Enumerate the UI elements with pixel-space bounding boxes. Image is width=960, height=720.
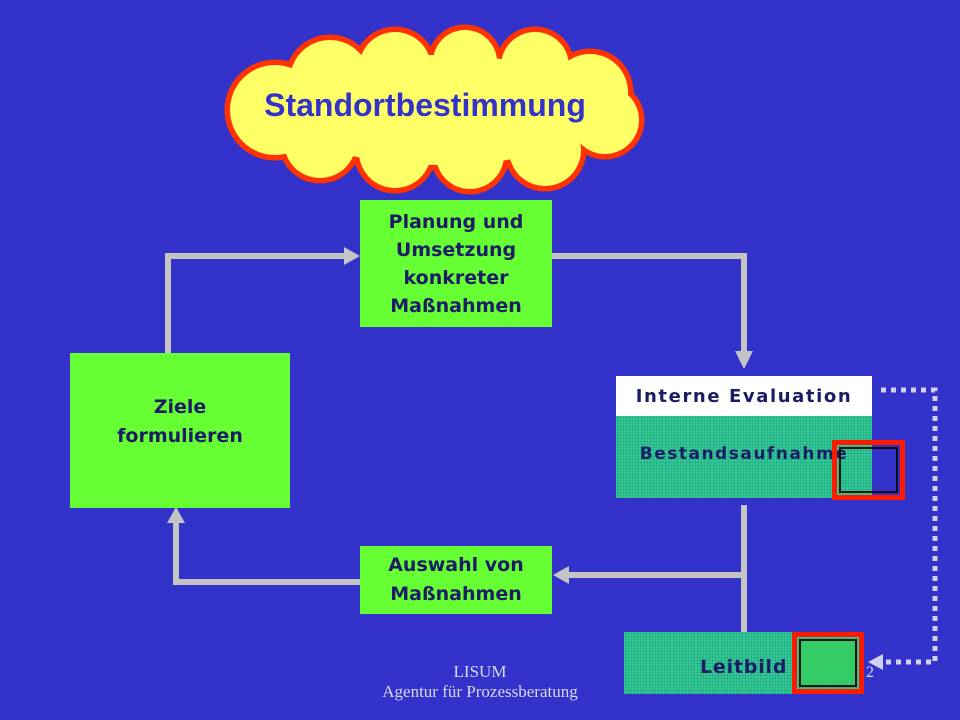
red-box-inner — [839, 447, 898, 493]
box-text-line: Maßnahmen — [390, 583, 522, 605]
box-text-line: formulieren — [117, 424, 243, 447]
arrowhead-right-planung — [344, 247, 360, 265]
box-text-line: Umsetzung — [395, 238, 517, 261]
box-planung-umsetzung: Planung und Umsetzung konkreter Maßnahme… — [360, 200, 552, 327]
red-box-icon — [832, 440, 905, 500]
box-interne-evaluation: Interne Evaluation — [616, 376, 872, 416]
box-text-line: Auswahl von — [388, 554, 524, 576]
box-auswahl-massnahmen: Auswahl von Maßnahmen — [360, 546, 552, 614]
footer-organization: LISUM — [453, 662, 507, 681]
red-box-inner — [799, 639, 857, 687]
footer-subtitle: Agentur für Prozessberatung — [382, 682, 578, 701]
arrow-ziele-to-planung — [165, 253, 346, 353]
flow-arrows — [165, 253, 747, 632]
dotted-connector-evaluation-to-leitbild — [881, 387, 938, 665]
box-bestandsaufnahme: Bestandsaufnahme — [616, 416, 872, 498]
box-ziele-formulieren: Ziele formulieren — [70, 353, 290, 508]
cloud-fill — [230, 30, 639, 189]
arrowhead-up-ziele — [167, 507, 185, 523]
box-text-line: konkreter — [403, 266, 509, 289]
box-label: Leitbild — [700, 656, 788, 678]
arrowhead-left-leitbild — [868, 654, 883, 670]
slide-footer: LISUM Agentur für Prozessberatung — [330, 662, 630, 702]
arrow-planung-to-evaluation — [552, 253, 747, 353]
arrow-auswahl-to-ziele — [173, 521, 360, 585]
red-box-icon — [792, 632, 864, 694]
arrowhead-left-auswahl — [553, 566, 569, 584]
box-text-line: Maßnahmen — [390, 294, 522, 317]
box-text-line: Planung und — [388, 210, 524, 233]
arrowhead-down-evaluation — [735, 351, 753, 369]
page-number: 2 — [866, 664, 874, 681]
box-label: Bestandsaufnahme — [639, 444, 849, 464]
arrowheads — [167, 247, 753, 584]
cloud-puff — [280, 55, 600, 165]
box-text-line: Ziele — [153, 395, 207, 418]
cloud-title: Standortbestimmung — [264, 87, 586, 123]
box-label: Interne Evaluation — [635, 385, 853, 407]
